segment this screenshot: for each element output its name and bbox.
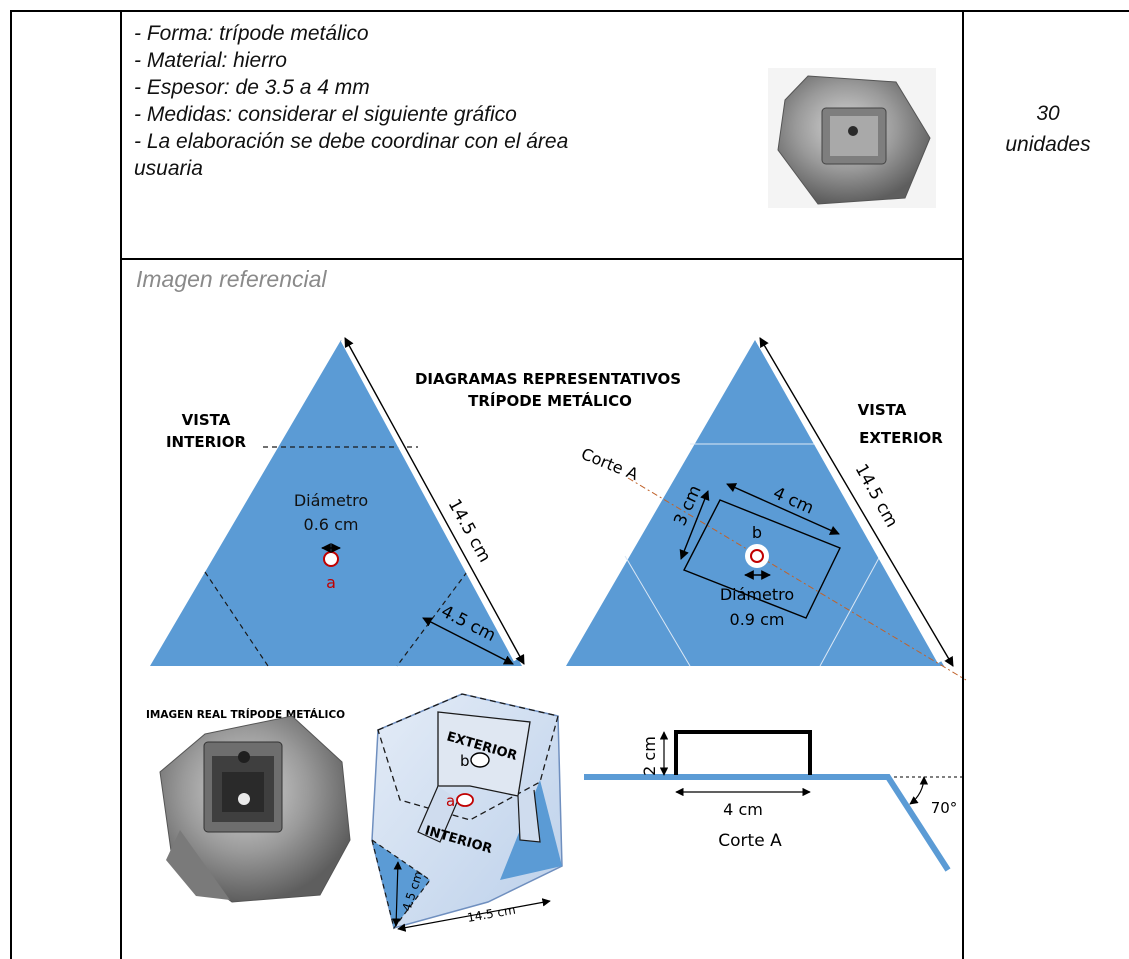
table-border-col1	[120, 10, 122, 959]
interior-diam-label: Diámetro	[294, 491, 368, 510]
interior-triangle	[150, 337, 525, 667]
interior-point-a: a	[326, 573, 336, 592]
tripod-sketch	[371, 693, 563, 932]
table-border-col2	[962, 10, 964, 320]
quantity-unit: unidades	[1005, 133, 1091, 156]
spec-thickness: - Espesor: de 3.5 a 4 mm	[134, 76, 370, 99]
diagram-title-2: TRÍPODE METÁLICO	[468, 391, 632, 410]
section-width: 4 cm	[723, 800, 763, 819]
tripod-photo-bottom	[159, 715, 351, 903]
sketch-point-b: b	[460, 752, 470, 770]
exterior-cut-label: Corte A	[579, 444, 642, 484]
reference-caption: Imagen referencial	[136, 266, 327, 292]
spec-list: - Forma: trípode metálico - Material: hi…	[134, 20, 568, 182]
table-border-top	[10, 10, 1129, 12]
exterior-diam-value: 0.9 cm	[730, 610, 785, 629]
spec-coordination: - La elaboración se debe coordinar con e…	[134, 130, 569, 153]
real-photo-title: IMAGEN REAL TRÍPODE METÁLICO	[146, 708, 345, 721]
sketch-point-a: a	[446, 792, 455, 810]
diagram-title-1: DIAGRAMAS REPRESENTATIVOS	[415, 370, 681, 388]
quantity: 30 unidades	[968, 98, 1128, 160]
section-title: Corte A	[718, 831, 782, 851]
exterior-point-b: b	[752, 523, 762, 542]
table-border-row	[120, 258, 964, 260]
section-angle: 70°	[931, 799, 958, 817]
interior-view-line1: VISTA	[182, 411, 231, 429]
table-border-left	[10, 10, 12, 959]
section-drawing	[584, 730, 962, 872]
spec-material: - Material: hierro	[134, 49, 287, 72]
exterior-diam-label: Diámetro	[720, 585, 794, 604]
table-border-col2-lower	[962, 320, 964, 959]
section-height: 2 cm	[640, 736, 659, 776]
quantity-number: 30	[1036, 102, 1060, 125]
spec-coordination-cont: usuaria	[134, 157, 203, 180]
spec-shape: - Forma: trípode metálico	[134, 22, 369, 45]
exterior-view-line2: EXTERIOR	[859, 429, 943, 447]
exterior-view-line1: VISTA	[858, 401, 907, 419]
tripod-photo-top	[768, 68, 936, 208]
interior-diam-value: 0.6 cm	[304, 515, 359, 534]
interior-view-line2: INTERIOR	[166, 433, 246, 451]
exterior-triangle	[566, 337, 967, 681]
spec-measures: - Medidas: considerar el siguiente gráfi…	[134, 103, 517, 126]
